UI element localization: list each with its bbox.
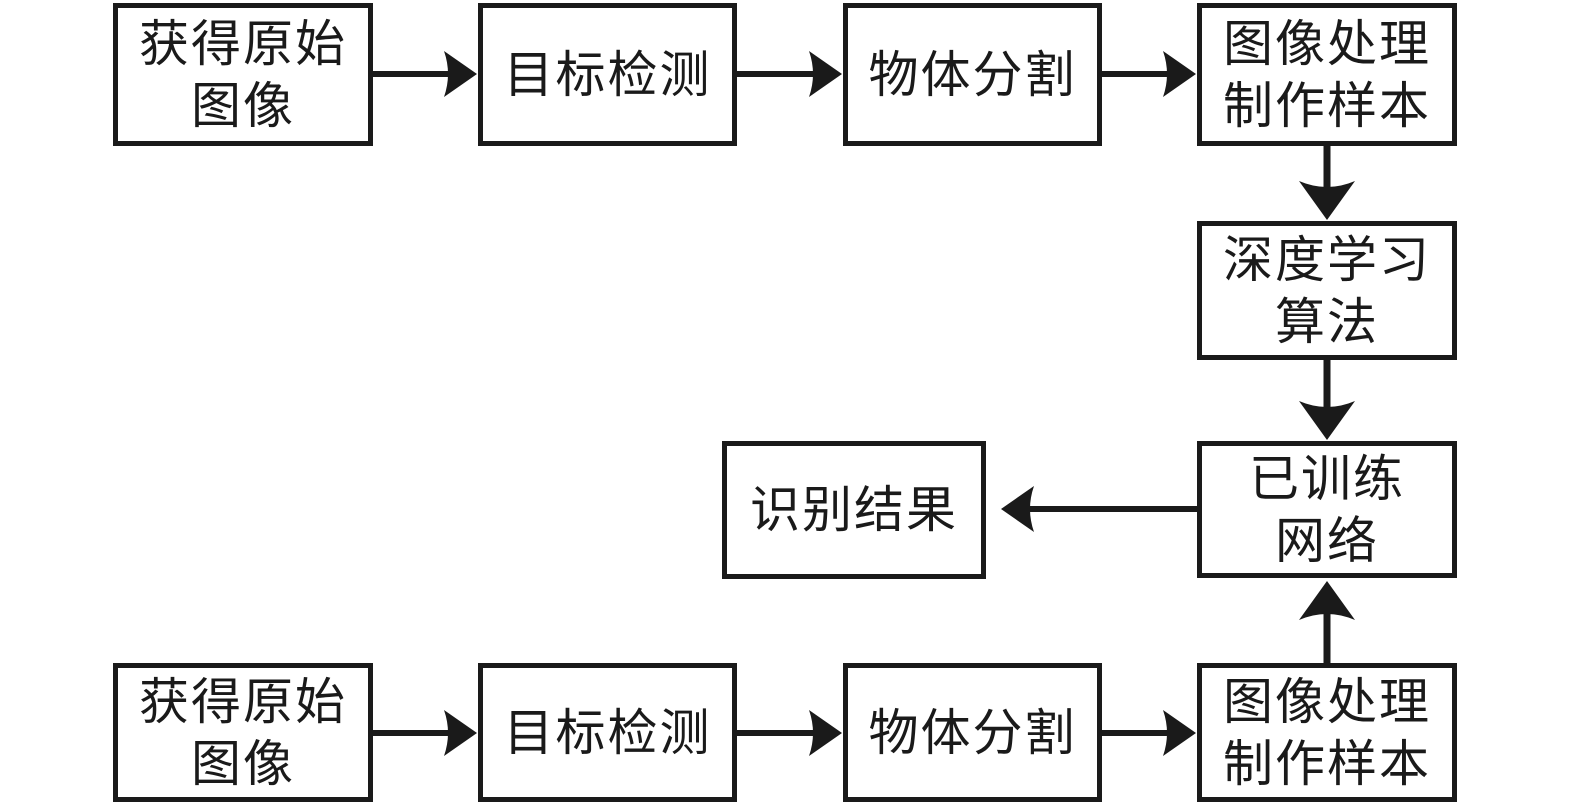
box-object-segmentation-top: 物体分割 [843, 3, 1102, 146]
box-image-processing-bottom: 图像处理 制作样本 [1197, 663, 1457, 802]
arrow-deep-learning-to-trained-network [1299, 360, 1355, 440]
box-target-detection-top: 目标检测 [478, 3, 737, 146]
arrow-processing-to-trained-network [1299, 581, 1355, 663]
arrow-detection-to-segmentation-top [737, 51, 842, 97]
arrow-trained-network-to-result [1001, 486, 1197, 532]
arrow-segmentation-to-processing-top [1102, 51, 1196, 97]
box-deep-learning-algorithm: 深度学习 算法 [1197, 221, 1457, 360]
box-object-segmentation-bottom: 物体分割 [843, 663, 1102, 802]
arrow-acquire-to-detection-bottom [373, 710, 477, 756]
box-recognition-result: 识别结果 [722, 441, 986, 579]
arrow-processing-to-deep-learning [1299, 146, 1355, 220]
box-acquire-image-top: 获得原始 图像 [113, 3, 373, 146]
box-trained-network: 已训练 网络 [1197, 441, 1457, 578]
box-image-processing-top: 图像处理 制作样本 [1197, 3, 1457, 146]
arrow-detection-to-segmentation-bottom [737, 710, 842, 756]
box-acquire-image-bottom: 获得原始 图像 [113, 663, 373, 802]
arrow-acquire-to-detection-top [373, 51, 477, 97]
arrow-segmentation-to-processing-bottom [1102, 710, 1196, 756]
box-target-detection-bottom: 目标检测 [478, 663, 737, 802]
